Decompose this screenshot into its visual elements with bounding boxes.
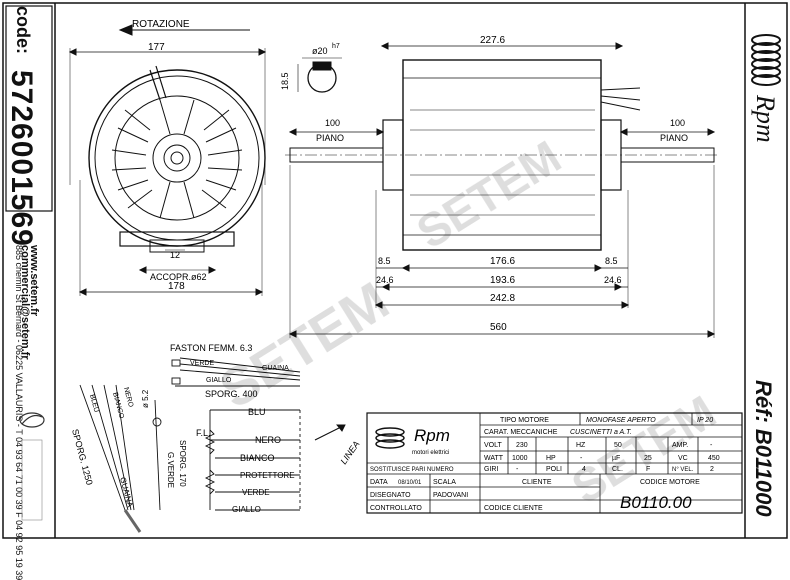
rpm-coil-logo-icon [751, 34, 781, 86]
tb-vc-value: 450 [708, 455, 720, 462]
tb-codice-cliente: CODICE CLIENTE [484, 505, 543, 512]
shaft-tolerance: h7 [332, 43, 340, 50]
tb-volt-value: 230 [516, 442, 528, 449]
tb-amp-label: AMP. [672, 442, 688, 449]
dim-560: 560 [490, 322, 507, 333]
dim-176-6: 176.6 [490, 256, 515, 267]
wire-blu: BLU [248, 407, 266, 417]
tb-disegnato-value: PADOVANI [433, 492, 468, 499]
tb-hp-label: HP [546, 455, 556, 462]
tb-motor-code: B0110.00 [620, 493, 692, 512]
coupling-label: ACCOPR.ø62 [150, 272, 207, 282]
wire-bianco-top: BIANCO [111, 392, 125, 420]
tb-watt-value: 1000 [512, 455, 528, 462]
dim-8-5-left: 8.5 [378, 256, 391, 266]
wire-verde: VERDE [190, 360, 214, 367]
tb-tipo-label: TIPO MOTORE [500, 417, 549, 424]
wire-bianco: BIANCO [240, 453, 275, 463]
tb-cl-value: F [646, 466, 650, 473]
tb-giri-value: - [516, 466, 519, 473]
dim-overall-top: 227.6 [480, 35, 505, 46]
shaft-depth: 18.5 [280, 72, 290, 90]
tb-uf-label: µF [612, 455, 620, 462]
tb-uf-value: 25 [644, 455, 652, 462]
outer-frame [2, 2, 788, 539]
tb-vc-label: VC [678, 455, 688, 462]
dim-193-6: 193.6 [490, 275, 515, 286]
dim-front-12: 12 [170, 250, 180, 260]
side-view [285, 42, 720, 338]
dim-front-bottom: 178 [168, 281, 185, 292]
wiring-diagram [79, 357, 346, 533]
dim-242-8: 242.8 [490, 293, 515, 304]
tb-cliente: CLIENTE [522, 479, 552, 486]
faston-label: FASTON FEMM. 6.3 [170, 343, 252, 353]
fl-label: F.L. [196, 428, 211, 438]
dim-24-6-right: 24.6 [604, 275, 622, 285]
svg-text:SETEM: SETEM [408, 130, 570, 258]
tb-data-value: 08/10/01 [398, 480, 422, 486]
tb-logo-sub: motori elettrici [412, 450, 449, 456]
tb-giri-label: GIRI [484, 466, 498, 473]
tb-vel-value: 2 [710, 466, 714, 473]
tb-controllato: CONTROLLATO [370, 505, 422, 512]
tb-hz-label: HZ [576, 442, 586, 449]
setem-logo-icon [19, 412, 45, 428]
tb-watt-label: WATT [484, 455, 504, 462]
drawing-canvas: SETEM SETEM SETEM [2, 2, 788, 539]
tb-hz-value: 50 [614, 442, 622, 449]
sporg-170: SPORG. 170 [178, 440, 187, 487]
tb-hp-value: - [580, 455, 583, 462]
tb-tipo-value: MONOFASE APERTO [586, 417, 656, 424]
wire-guaina: GUAINA [262, 365, 289, 372]
piano-left-value: 100 [325, 118, 340, 128]
wire-nero: NERO [255, 435, 281, 445]
title-block [366, 412, 743, 514]
g-verde: G.VERDE [166, 452, 175, 488]
wire-verde2: VERDE [242, 488, 270, 497]
piano-left-label: PIANO [316, 133, 344, 143]
code-box [5, 5, 53, 212]
front-view [68, 24, 267, 296]
sporg-400: SPORG. 400 [205, 389, 258, 399]
rotation-label: ROTAZIONE [132, 19, 190, 30]
dim-8-5-right: 8.5 [605, 256, 618, 266]
dim-front-top: 177 [148, 42, 165, 53]
dim-24-6-left: 24.6 [376, 275, 394, 285]
shaft-detail [297, 57, 342, 93]
protettore-label: PROTETTORE [240, 471, 295, 480]
tb-poli-value: 4 [582, 466, 586, 473]
piano-right-label: PIANO [660, 133, 688, 143]
wire-bleu-top: BLEU [88, 394, 99, 413]
linea-label: LINEA [338, 439, 361, 466]
tb-vel-label: N° VEL. [672, 467, 694, 473]
wire-nero-top: NERO [122, 387, 134, 409]
wire-giallo: GIALLO [206, 377, 232, 384]
tb-sostituisce: SOSTITUISCE PARI NUMERO [370, 467, 454, 473]
tb-carat-value: CUSCINETTI a A.T. [570, 429, 632, 436]
piano-right-value: 100 [670, 118, 685, 128]
guaina-left: GUAINA [118, 476, 135, 509]
phi-5-2: ø 5.2 [141, 389, 150, 408]
tb-poli-label: POLI [546, 466, 562, 473]
sporg-1250: SPORG. 1250 [70, 428, 95, 486]
tb-codice-motore: CODICE MOTORE [640, 479, 700, 486]
tb-amp-value: - [710, 442, 713, 449]
setem-wordmark [21, 439, 43, 521]
wire-giallo2: GIALLO [232, 505, 261, 514]
tb-data-label: DATA [370, 479, 388, 486]
tb-logo-text: Rpm [414, 426, 450, 445]
tb-disegnato-label: DISEGNATO [370, 492, 411, 499]
tb-ip: IP 20 [697, 417, 713, 424]
tb-carat-label: CARAT. MECCANICHE [484, 429, 558, 436]
tb-scala: SCALA [433, 479, 456, 486]
tb-volt-label: VOLT [484, 442, 502, 449]
tb-cl-label: CL. [612, 466, 623, 473]
shaft-diameter: ø20 [312, 46, 328, 56]
